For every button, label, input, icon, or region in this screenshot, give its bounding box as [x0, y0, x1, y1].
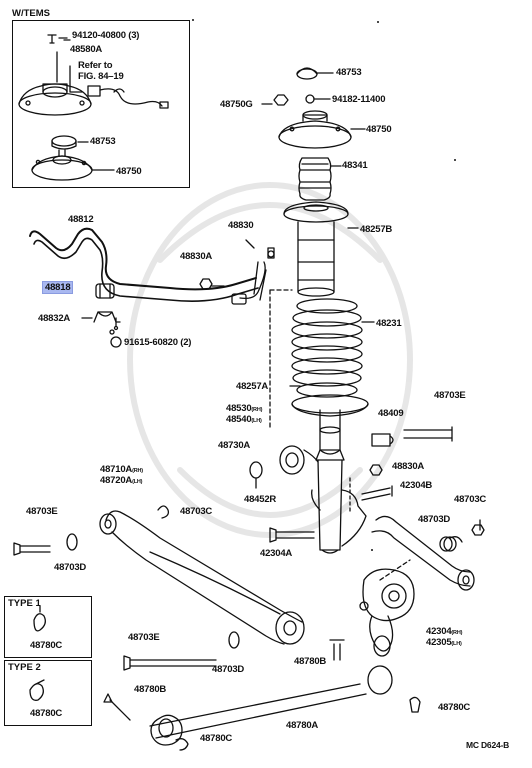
- part-label-48780C-type2[interactable]: 48780C: [30, 708, 63, 719]
- part-label-48753-inset[interactable]: 48753: [90, 136, 116, 147]
- part-label-48540[interactable]: 48540(LH): [226, 414, 262, 425]
- part-label-48780C-left[interactable]: 48780C: [200, 733, 233, 744]
- part-label-48409[interactable]: 48409: [378, 408, 404, 419]
- part-label-48753[interactable]: 48753: [336, 67, 362, 78]
- stabilizer-link: [199, 239, 275, 305]
- inset-wtems-title: W/TEMS: [12, 8, 50, 19]
- dot-marks: [192, 19, 456, 551]
- part-label-48720A[interactable]: 48720A(LH): [100, 475, 143, 486]
- inset-type1-box: [4, 596, 92, 658]
- part-label-48452R[interactable]: 48452R: [244, 494, 277, 505]
- lower-arms: [13, 426, 485, 751]
- part-label-48832A[interactable]: 48832A: [38, 313, 71, 324]
- inset-type2-title: TYPE 2: [8, 662, 41, 673]
- part-label-48750-inset[interactable]: 48750: [116, 166, 142, 177]
- part-label-48703E-a[interactable]: 48703E: [434, 390, 466, 401]
- part-label-42304B[interactable]: 42304B: [400, 480, 433, 491]
- coil-spring: [291, 298, 363, 398]
- strut-assembly: [261, 67, 375, 554]
- part-label-48730A[interactable]: 48730A: [218, 440, 251, 451]
- part-label-48703D-c[interactable]: 48703D: [212, 664, 245, 675]
- part-label-48257B[interactable]: 48257B: [360, 224, 393, 235]
- inset-wtems-box: [12, 20, 190, 188]
- part-label-48703C-b[interactable]: 48703C: [180, 506, 213, 517]
- part-label-48341[interactable]: 48341: [342, 160, 368, 171]
- part-label-42305[interactable]: 42305(LH): [426, 637, 462, 648]
- part-label-48750[interactable]: 48750: [366, 124, 392, 135]
- diagram-code: MC D624-B: [466, 740, 510, 750]
- part-label-48703E-c[interactable]: 48703E: [128, 632, 160, 643]
- part-label-48257A[interactable]: 48257A: [236, 381, 269, 392]
- part-label-48780B[interactable]: 48780B: [134, 684, 167, 695]
- part-label-48750G[interactable]: 48750G: [220, 99, 253, 110]
- part-label-48830A[interactable]: 48830A: [180, 251, 213, 262]
- part-label-48818-highlighted[interactable]: 48818: [42, 281, 74, 294]
- inset-type2-box: [4, 660, 92, 726]
- part-label-42304A[interactable]: 42304A: [260, 548, 293, 559]
- part-label-94182[interactable]: 94182-11400: [332, 94, 386, 105]
- inset-type1-title: TYPE 1: [8, 598, 41, 609]
- part-label-91615[interactable]: 91615-60820 (2): [124, 337, 192, 348]
- part-label-48703E-b[interactable]: 48703E: [26, 506, 58, 517]
- refer-figure-link[interactable]: FIG. 84–19: [78, 71, 124, 82]
- part-label-48780C-type1[interactable]: 48780C: [30, 640, 63, 651]
- part-label-48780C-right[interactable]: 48780C: [438, 702, 471, 713]
- part-label-48580A[interactable]: 48580A: [70, 44, 103, 55]
- part-label-48830[interactable]: 48830: [228, 220, 254, 231]
- part-label-94120[interactable]: 94120-40800 (3): [72, 30, 140, 41]
- part-label-48710A[interactable]: 48710A(RH): [100, 464, 143, 475]
- part-label-48703D-a[interactable]: 48703D: [418, 514, 451, 525]
- part-label-48780B-right[interactable]: 48780B: [294, 656, 327, 667]
- inset-wtems-parts: [18, 34, 169, 181]
- stabilizer-bar: [29, 227, 259, 348]
- part-label-48231[interactable]: 48231: [376, 318, 402, 329]
- refer-text: Refer to: [78, 60, 113, 71]
- part-label-48830A-b[interactable]: 48830A: [392, 461, 425, 472]
- part-label-42304[interactable]: 42304(RH): [426, 626, 463, 637]
- type-clips: [29, 605, 46, 701]
- part-label-48703C-a[interactable]: 48703C: [454, 494, 487, 505]
- part-label-48530[interactable]: 48530(RH): [226, 403, 263, 414]
- part-label-48703D-b[interactable]: 48703D: [54, 562, 87, 573]
- part-label-48780A[interactable]: 48780A: [286, 720, 319, 731]
- part-label-48812[interactable]: 48812: [68, 214, 94, 225]
